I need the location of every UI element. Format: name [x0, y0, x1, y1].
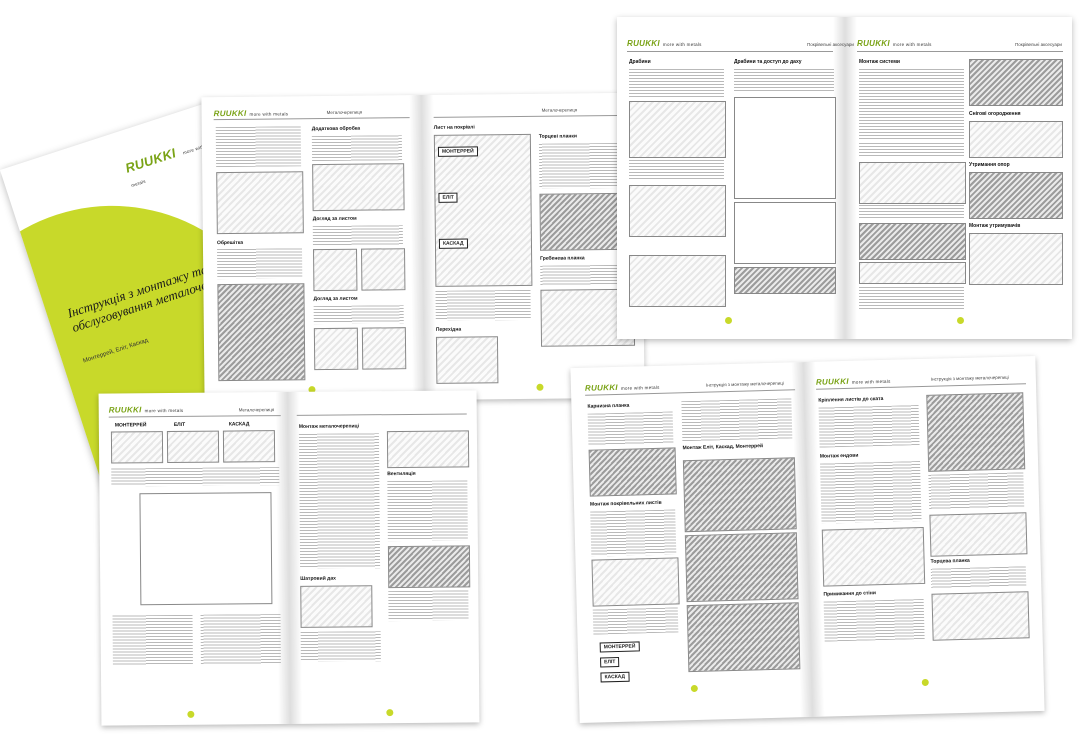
section-title: Монтаж ендови — [819, 452, 859, 460]
spread-d-right-header: Інструкція з монтажу металочерепиці — [930, 374, 1009, 382]
section-title: Карнизна планка — [587, 402, 630, 410]
section-title: Обрешітка — [216, 239, 244, 247]
section-title: Монтаж системи — [859, 59, 900, 65]
spread-a-right-header: Металочерепиця — [541, 107, 578, 113]
spread-b-left-header: Покрівельні аксесуари — [807, 42, 854, 47]
spread-b-right-header: Покрівельні аксесуари — [1015, 42, 1062, 47]
section-title: Шатровий дах — [300, 575, 336, 582]
spread-c-left-header: Металочерепиця — [238, 407, 275, 413]
diagram-roof-components — [139, 492, 273, 606]
section-title: Гребенева планка — [540, 255, 585, 262]
section-title: Монтаж покрівельних листів — [589, 499, 662, 508]
section-title: Монтаж металочерепиці — [298, 423, 360, 430]
profile-label: ЕЛІТ — [173, 421, 186, 428]
diagram-trim — [312, 163, 405, 212]
diagram-roof-ladder — [734, 97, 836, 199]
section-title: Драбини та доступ до даху — [734, 59, 802, 65]
diagram-batten — [216, 171, 304, 235]
page-number — [921, 678, 929, 687]
page-number — [957, 317, 964, 324]
section-title: Утримання опор — [969, 162, 1010, 168]
section-title: Догляд за листом — [313, 295, 358, 303]
section-title: Вентиляція — [387, 470, 416, 478]
label-kaskad: КАСКАД — [600, 671, 630, 683]
profile-label: МОНТЕРРЕЙ — [114, 422, 147, 429]
cover-brand: RUUKKI — [123, 145, 178, 176]
diagram-ladder-roof — [629, 101, 726, 158]
profile-label: КАСКАД — [228, 421, 250, 428]
label-elit: ЕЛІТ — [438, 192, 458, 203]
section-title: Кріплення листів до ската — [818, 395, 884, 404]
section-title: Монтаж Еліт, Каскад, Монтеррей — [682, 443, 764, 452]
section-title: Снігові огородження — [969, 111, 1021, 117]
diagram-roof-sheet — [217, 283, 306, 382]
label-elit: ЕЛІТ — [600, 656, 620, 668]
section-title: Драбини — [629, 59, 651, 65]
page-number — [536, 383, 544, 391]
section-title: Перехідна — [435, 326, 462, 333]
page-number — [386, 709, 394, 717]
page-number — [187, 710, 195, 718]
page-number — [725, 317, 732, 324]
section-title: Торцева планка — [930, 557, 970, 565]
section-title: Догляд за листом — [312, 215, 357, 223]
label-kaskad: КАСКАД — [438, 238, 468, 249]
diagram-profiles — [433, 133, 533, 287]
section-title: Лист на покрівлі — [433, 124, 475, 131]
spread-a-left-header: Металочерепиця — [326, 109, 363, 116]
label-monterrey: МОНТЕРРЕЙ — [437, 146, 478, 157]
label-monterrey: МОНТЕРРЕЙ — [599, 641, 640, 653]
page-number — [690, 684, 698, 693]
section-title: Примикання до стіни — [823, 590, 876, 598]
section-title: Додаткова обробка — [311, 125, 361, 133]
section-title: Монтаж утримувачів — [969, 223, 1021, 229]
section-title: Торцеві планки — [538, 133, 578, 140]
spread-d-left-header: Інструкція з монтажу металочерепиці — [705, 380, 784, 388]
